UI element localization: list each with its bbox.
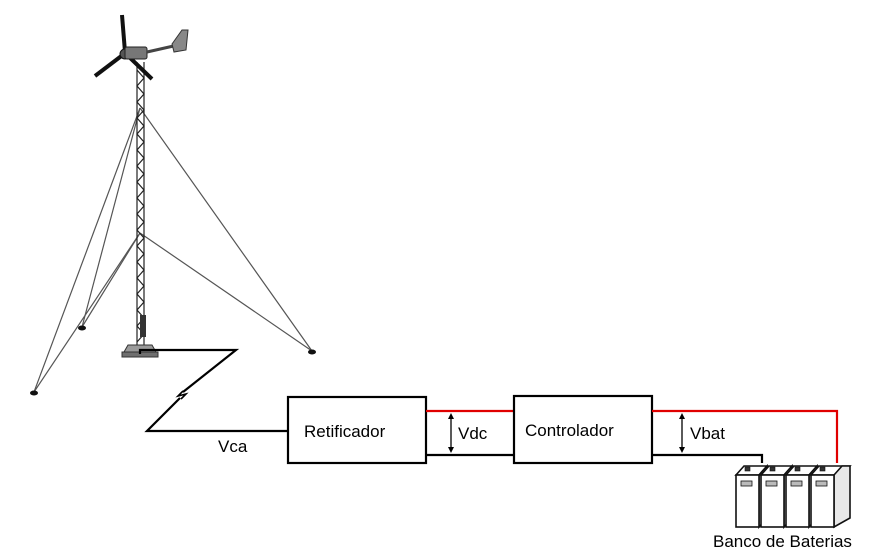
guy-wires bbox=[33, 107, 313, 393]
battery-4 bbox=[809, 465, 852, 529]
rectifier-block: Retificador bbox=[286, 395, 428, 465]
rectifier-label: Retificador bbox=[304, 422, 386, 441]
lattice-tower bbox=[136, 62, 145, 345]
ac-cable bbox=[138, 348, 288, 433]
battery-positive-wire bbox=[652, 409, 839, 463]
label-vdc: Vdc bbox=[458, 424, 488, 443]
tower-junction-box bbox=[140, 315, 146, 337]
turbine-rotor bbox=[93, 14, 189, 81]
label-vca: Vca bbox=[218, 437, 248, 456]
controller-label: Controlador bbox=[525, 421, 614, 440]
label-vbat: Vbat bbox=[690, 424, 725, 443]
vdc-arrow bbox=[448, 413, 454, 453]
controller-block: Controlador bbox=[512, 394, 654, 465]
guy-anchors bbox=[30, 325, 316, 396]
label-battery-bank: Banco de Baterias bbox=[713, 532, 852, 549]
battery-negative-wire bbox=[652, 453, 764, 463]
wind-turbine bbox=[30, 14, 316, 396]
vbat-arrow bbox=[679, 413, 685, 453]
battery-bank bbox=[734, 463, 852, 530]
